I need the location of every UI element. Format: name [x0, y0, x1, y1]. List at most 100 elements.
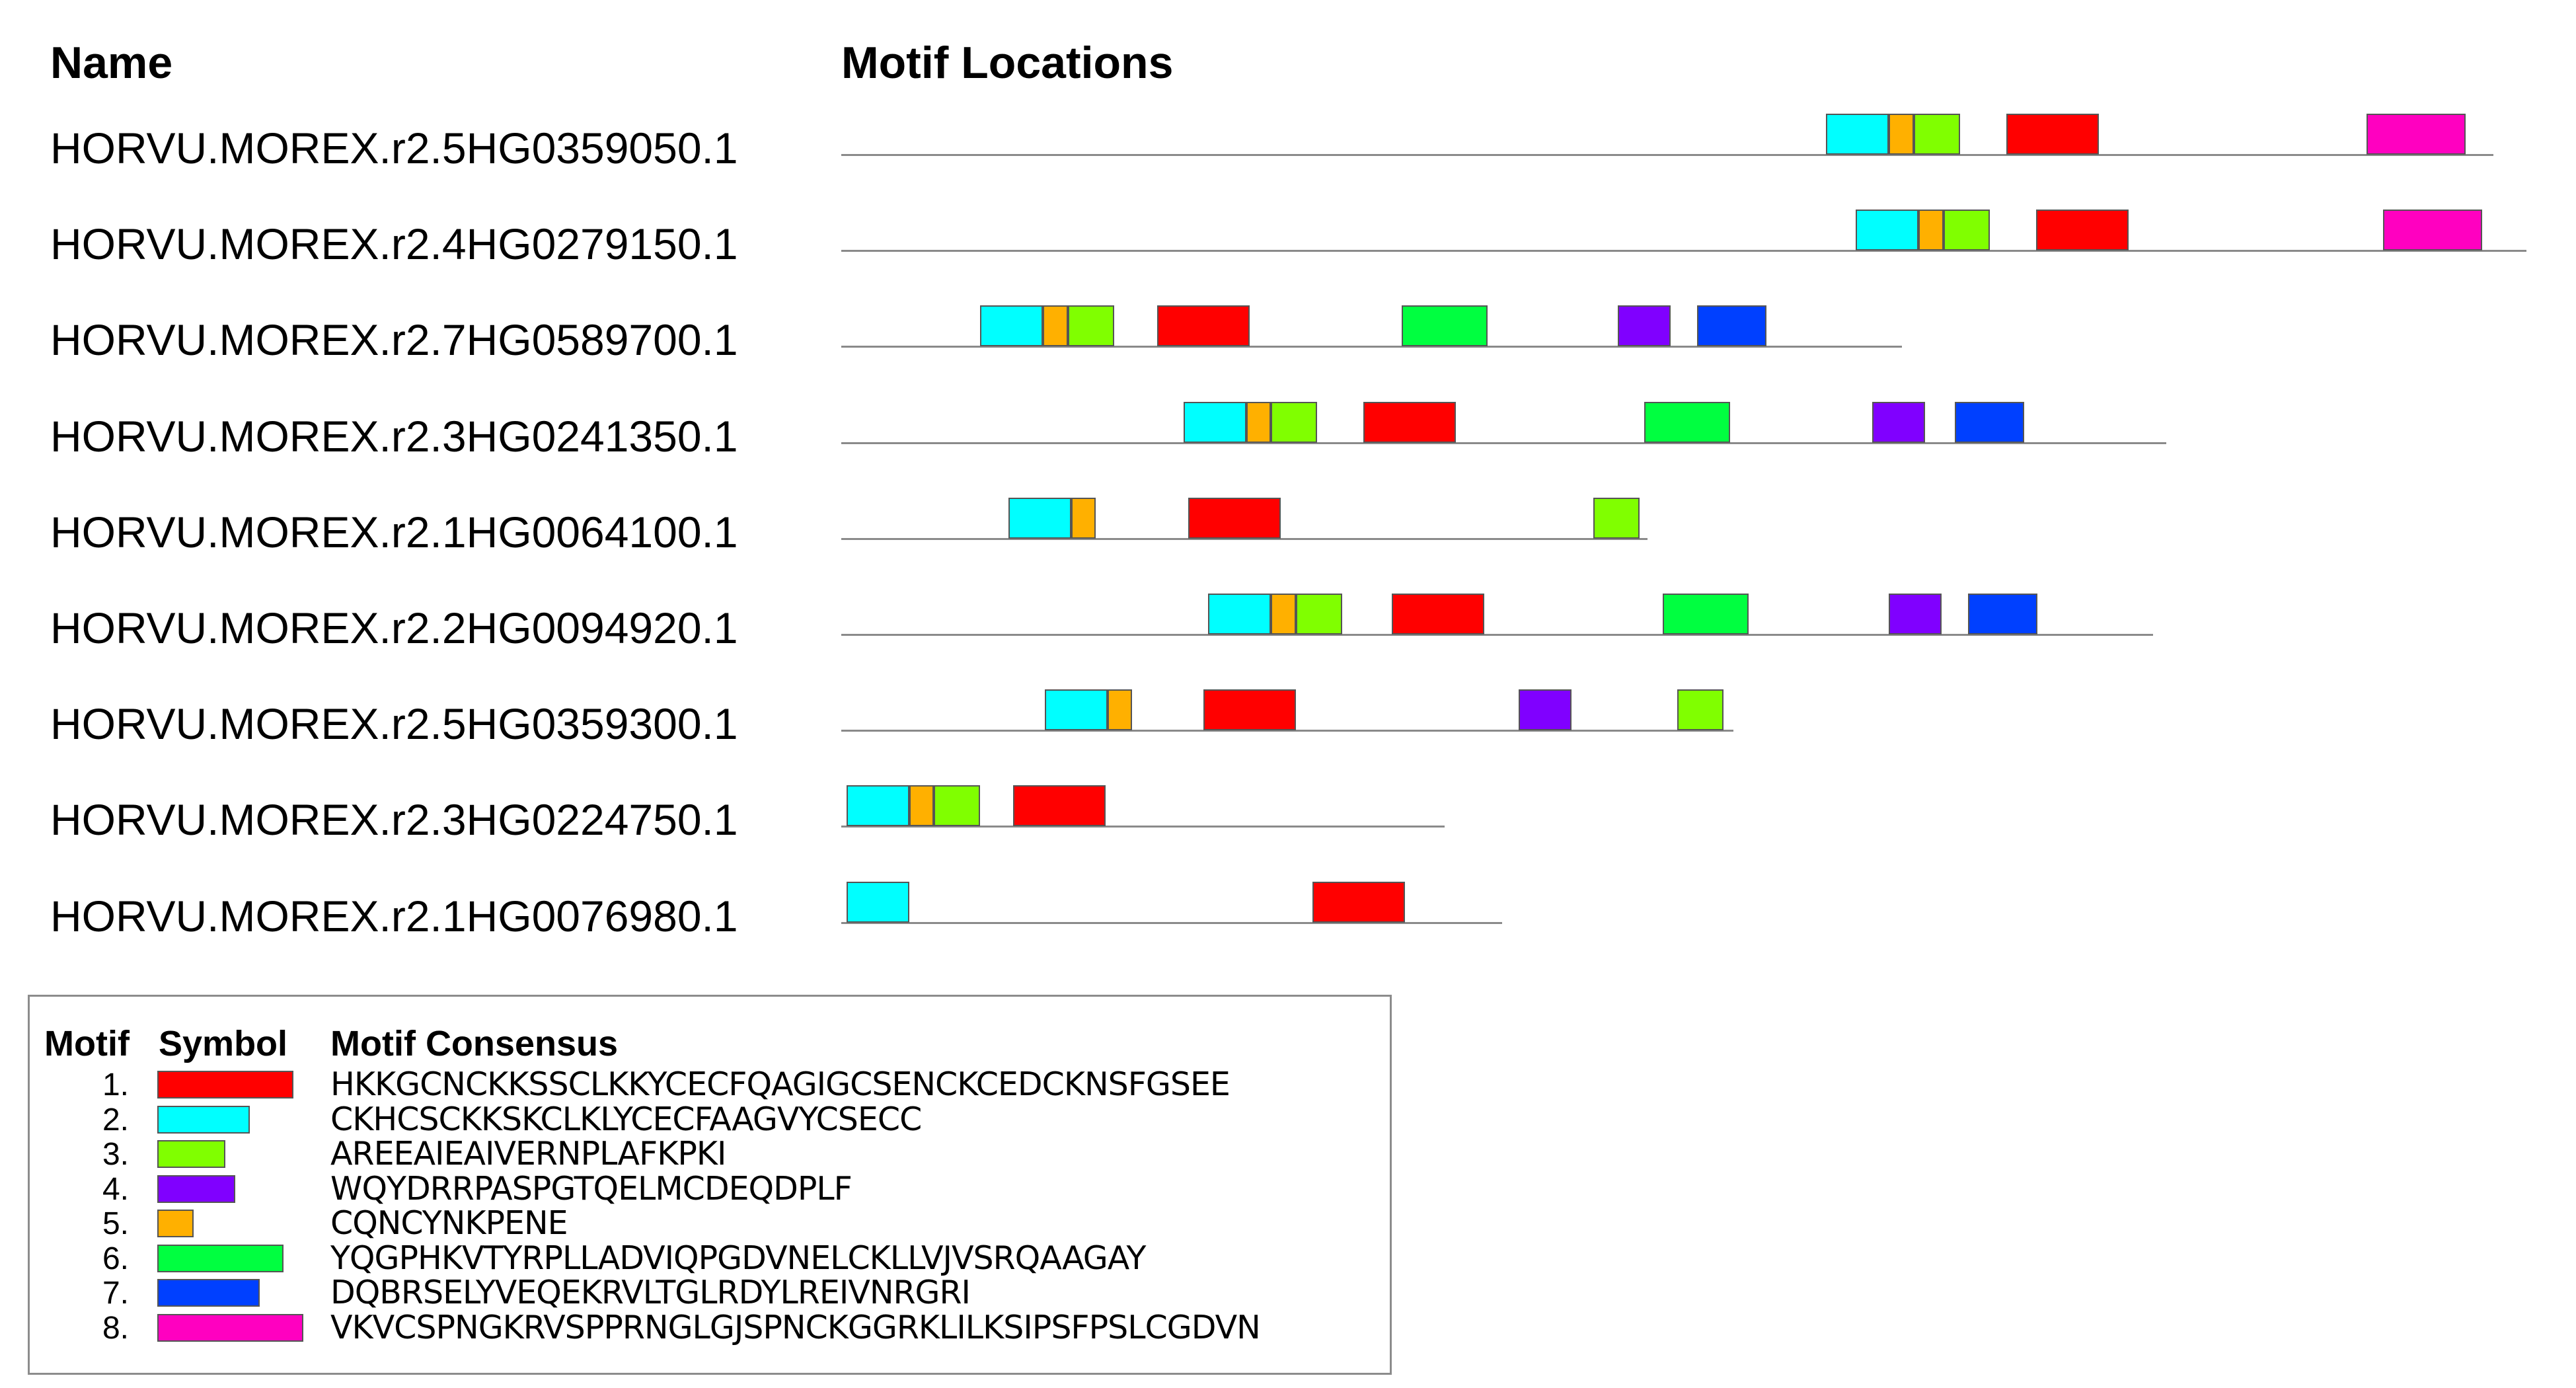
legend-consensus-header: Motif Consensus	[330, 1024, 619, 1063]
motif-7-box	[1697, 305, 1766, 347]
motif-8-box	[2366, 114, 2466, 155]
motif-1-box	[1312, 881, 1405, 923]
motif-1-box	[1363, 401, 1456, 443]
motif-1-box	[1013, 785, 1106, 827]
motif-5-box	[1918, 210, 1944, 251]
motif-5-box	[1246, 401, 1271, 443]
sequence-track	[841, 594, 2153, 636]
sequence-track	[841, 497, 1648, 540]
motif-locations-header: Motif Locations	[841, 38, 1174, 88]
legend-motif-8-symbol	[157, 1313, 303, 1342]
legend-motif-number: 6.	[102, 1241, 129, 1276]
motif-8-box	[2382, 210, 2482, 251]
gene-name: HORVU.MOREX.r2.2HG0094920.1	[50, 603, 738, 652]
sequence-track	[841, 785, 1445, 828]
sequence-line	[841, 250, 2526, 252]
legend-motif-consensus: CKHCSCKKSKCLKLYCECFAAGVYCSECC	[330, 1100, 922, 1138]
motif-4-box	[1519, 689, 1572, 731]
sequence-track	[841, 114, 2493, 156]
motif-5-box	[909, 785, 934, 827]
motif-3-box	[1067, 305, 1114, 347]
motif-5-box	[1071, 497, 1096, 539]
legend-motif-consensus: HKKGCNCKKSSCLKKYCECFQAGIGCSENCKCEDCKNSFG…	[330, 1065, 1231, 1103]
sequence-line	[841, 154, 2493, 156]
motif-1-box	[1156, 305, 1250, 347]
legend-motif-consensus: VKVCSPNGKRVSPPRNGLGJSPNCKGGRKLILKSIPSFPS…	[330, 1308, 1261, 1346]
motif-1-box	[2006, 114, 2099, 155]
sequence-line	[841, 634, 2153, 636]
motif-2-box	[846, 785, 909, 827]
legend-motif-header: Motif	[44, 1024, 130, 1063]
motif-6-box	[1644, 401, 1730, 443]
motif-3-box	[1271, 401, 1317, 443]
legend-symbol-header: Symbol	[159, 1024, 288, 1063]
gene-name: HORVU.MOREX.r2.3HG0241350.1	[50, 411, 738, 461]
motif-4-box	[1618, 305, 1671, 347]
legend-motif-number: 5.	[102, 1206, 129, 1241]
sequence-line	[841, 346, 1902, 348]
legend-motif-number: 3.	[102, 1137, 129, 1172]
gene-name: HORVU.MOREX.r2.1HG0064100.1	[50, 507, 738, 557]
sequence-line	[841, 921, 1502, 924]
gene-name: HORVU.MOREX.r2.4HG0279150.1	[50, 219, 738, 269]
motif-3-box	[1913, 114, 1960, 155]
motif-1-box	[1188, 497, 1281, 539]
legend-motif-6-symbol	[157, 1244, 284, 1272]
motif-2-box	[1856, 210, 1918, 251]
legend-motif-number: 2.	[102, 1102, 129, 1137]
motif-6-box	[1662, 594, 1749, 635]
motif-legend: Motif Symbol Motif Consensus 1. HKKGCNCKK…	[28, 995, 1392, 1375]
motif-2-box	[1208, 594, 1271, 635]
motif-2-box	[1826, 114, 1889, 155]
legend-motif-number: 7.	[102, 1276, 129, 1311]
legend-motif-5-symbol	[157, 1210, 194, 1237]
sequence-track	[841, 305, 1902, 348]
motif-5-box	[1107, 689, 1132, 731]
legend-motif-2-symbol	[157, 1105, 250, 1134]
motif-7-box	[1955, 401, 2024, 443]
legend-motif-number: 4.	[102, 1171, 129, 1207]
sequence-track	[841, 689, 1733, 732]
sequence-line	[841, 442, 2166, 444]
motif-6-box	[1401, 305, 1488, 347]
legend-motif-4-symbol	[157, 1175, 235, 1203]
motif-2-box	[846, 881, 909, 923]
legend-motif-7-symbol	[157, 1279, 260, 1307]
sequence-track	[841, 210, 2526, 252]
sequence-track	[841, 401, 2166, 444]
motif-3-box	[1295, 594, 1342, 635]
legend-motif-consensus: DQBRSELYVEQEKRVLTGLRDYLREIVNRGRI	[330, 1274, 971, 1311]
gene-name: HORVU.MOREX.r2.3HG0224750.1	[50, 795, 738, 845]
motif-2-box	[1183, 401, 1246, 443]
motif-4-box	[1889, 594, 1942, 635]
gene-name: HORVU.MOREX.r2.5HG0359050.1	[50, 124, 738, 173]
motif-2-box	[980, 305, 1043, 347]
gene-name: HORVU.MOREX.r2.7HG0589700.1	[50, 315, 738, 365]
gene-name: HORVU.MOREX.r2.5HG0359300.1	[50, 699, 738, 749]
sequence-line	[841, 730, 1733, 732]
legend-motif-consensus: AREEAIEAIVERNPLAFKPKI	[330, 1135, 727, 1173]
motif-2-box	[1044, 689, 1108, 731]
sequence-line	[841, 826, 1445, 828]
motif-1-box	[1391, 594, 1484, 635]
legend-motif-number: 8.	[102, 1310, 129, 1346]
motif-3-box	[1593, 497, 1640, 539]
legend-motif-3-symbol	[157, 1140, 226, 1168]
motif-5-box	[1043, 305, 1068, 347]
sequence-line	[841, 537, 1648, 540]
motif-5-box	[1271, 594, 1296, 635]
legend-motif-consensus: CQNCYNKPENE	[330, 1204, 568, 1242]
name-column-header: Name	[50, 38, 173, 88]
motif-3-box	[1943, 210, 1990, 251]
legend-motif-consensus: WQYDRRPASPGTQELMCDEQDPLF	[330, 1169, 852, 1208]
motif-2-box	[1008, 497, 1071, 539]
motif-3-box	[1677, 689, 1724, 731]
motif-7-box	[1968, 594, 2037, 635]
legend-motif-number: 1.	[102, 1067, 129, 1102]
motif-4-box	[1872, 401, 1925, 443]
legend-motif-1-symbol	[157, 1071, 294, 1099]
gene-name: HORVU.MOREX.r2.1HG0076980.1	[50, 891, 738, 941]
sequence-track	[841, 881, 1502, 924]
legend-motif-consensus: YQGPHKVTYRPLLADVIQPGDVNELCKLLVJVSRQAAGAY	[330, 1239, 1146, 1277]
